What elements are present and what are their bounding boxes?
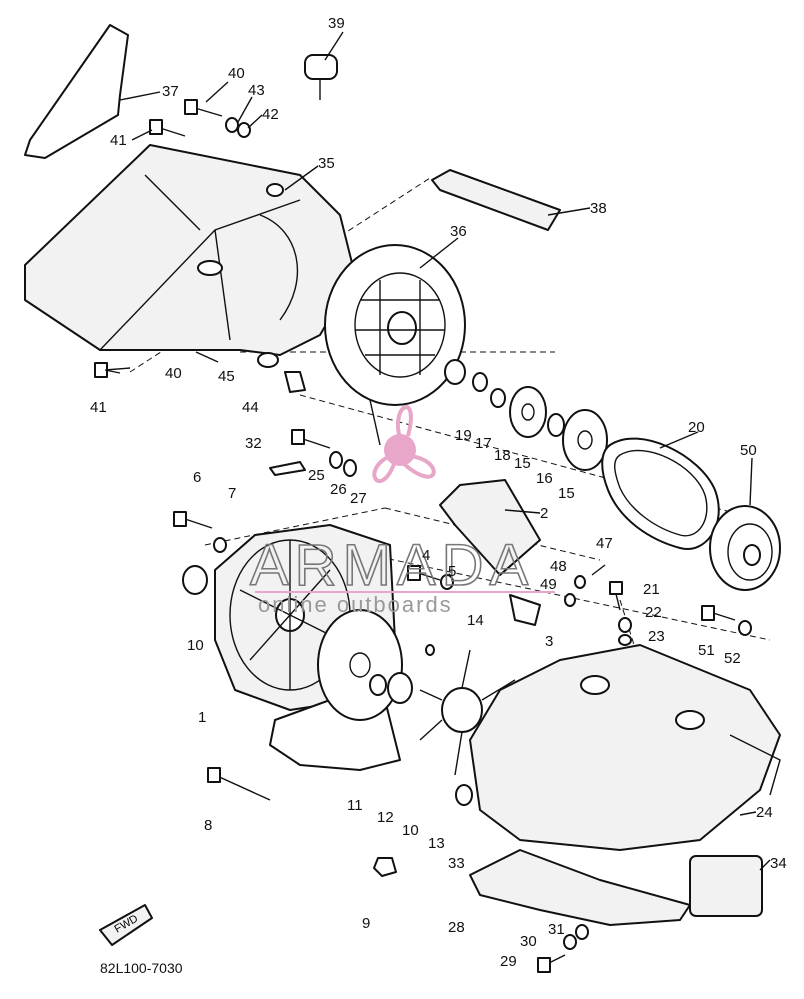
pulley-stack [444,359,608,471]
callout-47: 47 [596,535,613,552]
callout-44: 43 [248,82,265,99]
cover-plate-part [431,169,561,231]
callout-34: 34 [770,855,787,872]
callout-21: 24 [756,804,773,821]
fasteners [94,99,752,973]
callout-20: 20 [688,419,705,436]
callout-27: 27 [350,490,367,507]
gasket-part [24,24,129,159]
callout-51: 51 [698,642,715,659]
callout-2: 2 [540,505,548,522]
callout-13: 13 [428,835,445,852]
callout-16: 16 [536,470,553,487]
callout-40: 39 [328,15,345,32]
callout-41a: 40 [228,65,245,82]
side-plate-part [689,855,763,917]
callout-38: 38 [590,200,607,217]
gear-housing-part [269,609,413,771]
callout-46: 45 [218,368,235,385]
propeller-logo [372,405,436,483]
armada-watermark: ARMADA online outboards [249,405,555,617]
callout-50: 50 [740,442,757,459]
callout-11: 11 [347,797,363,814]
callout-18: 18 [494,447,511,464]
drive-belt-part [601,437,720,551]
callout-48: 48 [550,558,567,575]
callout-37: 37 [162,83,179,100]
callout-5: 5 [448,563,456,580]
callout-14: 14 [467,612,484,629]
callout-25: 25 [308,467,325,484]
breather-part [304,54,338,100]
watermark-tagline: online outboards [258,592,453,617]
callout-33: 33 [448,855,465,872]
bracket-part [439,479,541,576]
callout-labels: 39 40 43 42 41 37 35 38 36 41 40 45 44 1… [90,15,787,970]
callout-32: 32 [245,435,262,452]
watermark-brand: ARMADA [250,533,534,598]
callout-17: 17 [475,435,492,452]
callout-26: 26 [330,481,347,498]
callout-49: 49 [540,576,557,593]
fwd-arrow: FWD [99,904,153,946]
callout-35: 35 [318,155,335,172]
callout-1: 1 [198,709,206,726]
callout-19: 19 [455,427,472,444]
flywheel-fan-part [324,244,466,446]
callout-22: 21 [643,581,660,598]
callout-30: 30 [520,933,537,950]
callout-3: 3 [545,633,553,650]
callout-36: 36 [450,223,467,240]
callout-28: 28 [448,919,465,936]
callout-4: 4 [422,547,430,564]
lower-cover-part [469,644,781,851]
callout-23: 22 [645,604,662,621]
callout-31: 31 [548,921,565,938]
callout-10a: 10 [187,637,204,654]
part-code: 82L100-7030 [100,960,183,976]
callout-15a: 15 [514,455,531,472]
callout-41b: 41 [110,132,127,149]
callout-24: 23 [648,628,665,645]
callout-6: 6 [193,469,201,486]
drive-belt-inner [614,449,708,537]
callout-15b: 15 [558,485,575,502]
callout-42: 41 [90,399,107,416]
callout-10b: 10 [402,822,419,839]
callout-7: 7 [228,485,236,502]
callout-8: 8 [204,817,212,834]
lower-bracket-part [469,849,691,926]
upper-housing-part [24,144,356,356]
callout-9: 9 [362,915,370,932]
callout-45: 44 [242,399,259,416]
callout-52: 52 [724,650,741,667]
large-pulley-part [709,505,781,591]
callout-29: 29 [500,953,517,970]
callout-43: 42 [262,106,279,123]
callout-12: 12 [377,809,394,826]
callout-39: 40 [165,365,182,382]
